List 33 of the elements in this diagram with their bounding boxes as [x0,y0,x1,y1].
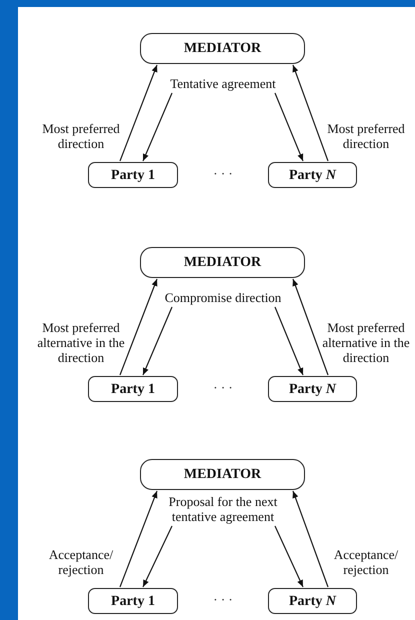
edge-label: Most preferred alternative in the direction [36,320,126,365]
arrow [274,526,304,588]
party-box: Party N [268,162,357,188]
arrow [274,306,304,376]
arrow [142,526,172,588]
ellipsis-label: · · · [212,592,234,607]
party-box: Party 1 [88,376,178,402]
edge-label: Most preferred direction [41,121,121,151]
arrow [142,92,172,162]
arrow [119,490,158,588]
edge-label: Most preferred alternative in the direction [321,320,411,365]
party-box: Party N [268,376,357,402]
party-box: Party N [268,588,357,614]
ellipsis-label: · · · [212,380,234,395]
arrow [119,278,158,376]
message-label: Proposal for the next tentative agreement [168,494,278,524]
arrow [292,490,329,588]
edge-label: Most preferred direction [326,121,406,151]
mediator-box: MEDIATOR [140,459,305,490]
edge-label: Acceptance/ rejection [48,547,114,577]
mediator-box: MEDIATOR [140,33,305,64]
arrow [292,64,329,162]
arrow [119,64,158,162]
arrow [292,278,329,376]
message-label: Compromise direction [164,290,282,305]
arrow [274,92,304,162]
arrow [142,306,172,376]
party-box: Party 1 [88,588,178,614]
mediator-box: MEDIATOR [140,247,305,278]
party-box: Party 1 [88,162,178,188]
message-label: Tentative agreement [170,76,276,91]
edge-label: Acceptance/ rejection [332,547,400,577]
ellipsis-label: · · · [212,166,234,181]
